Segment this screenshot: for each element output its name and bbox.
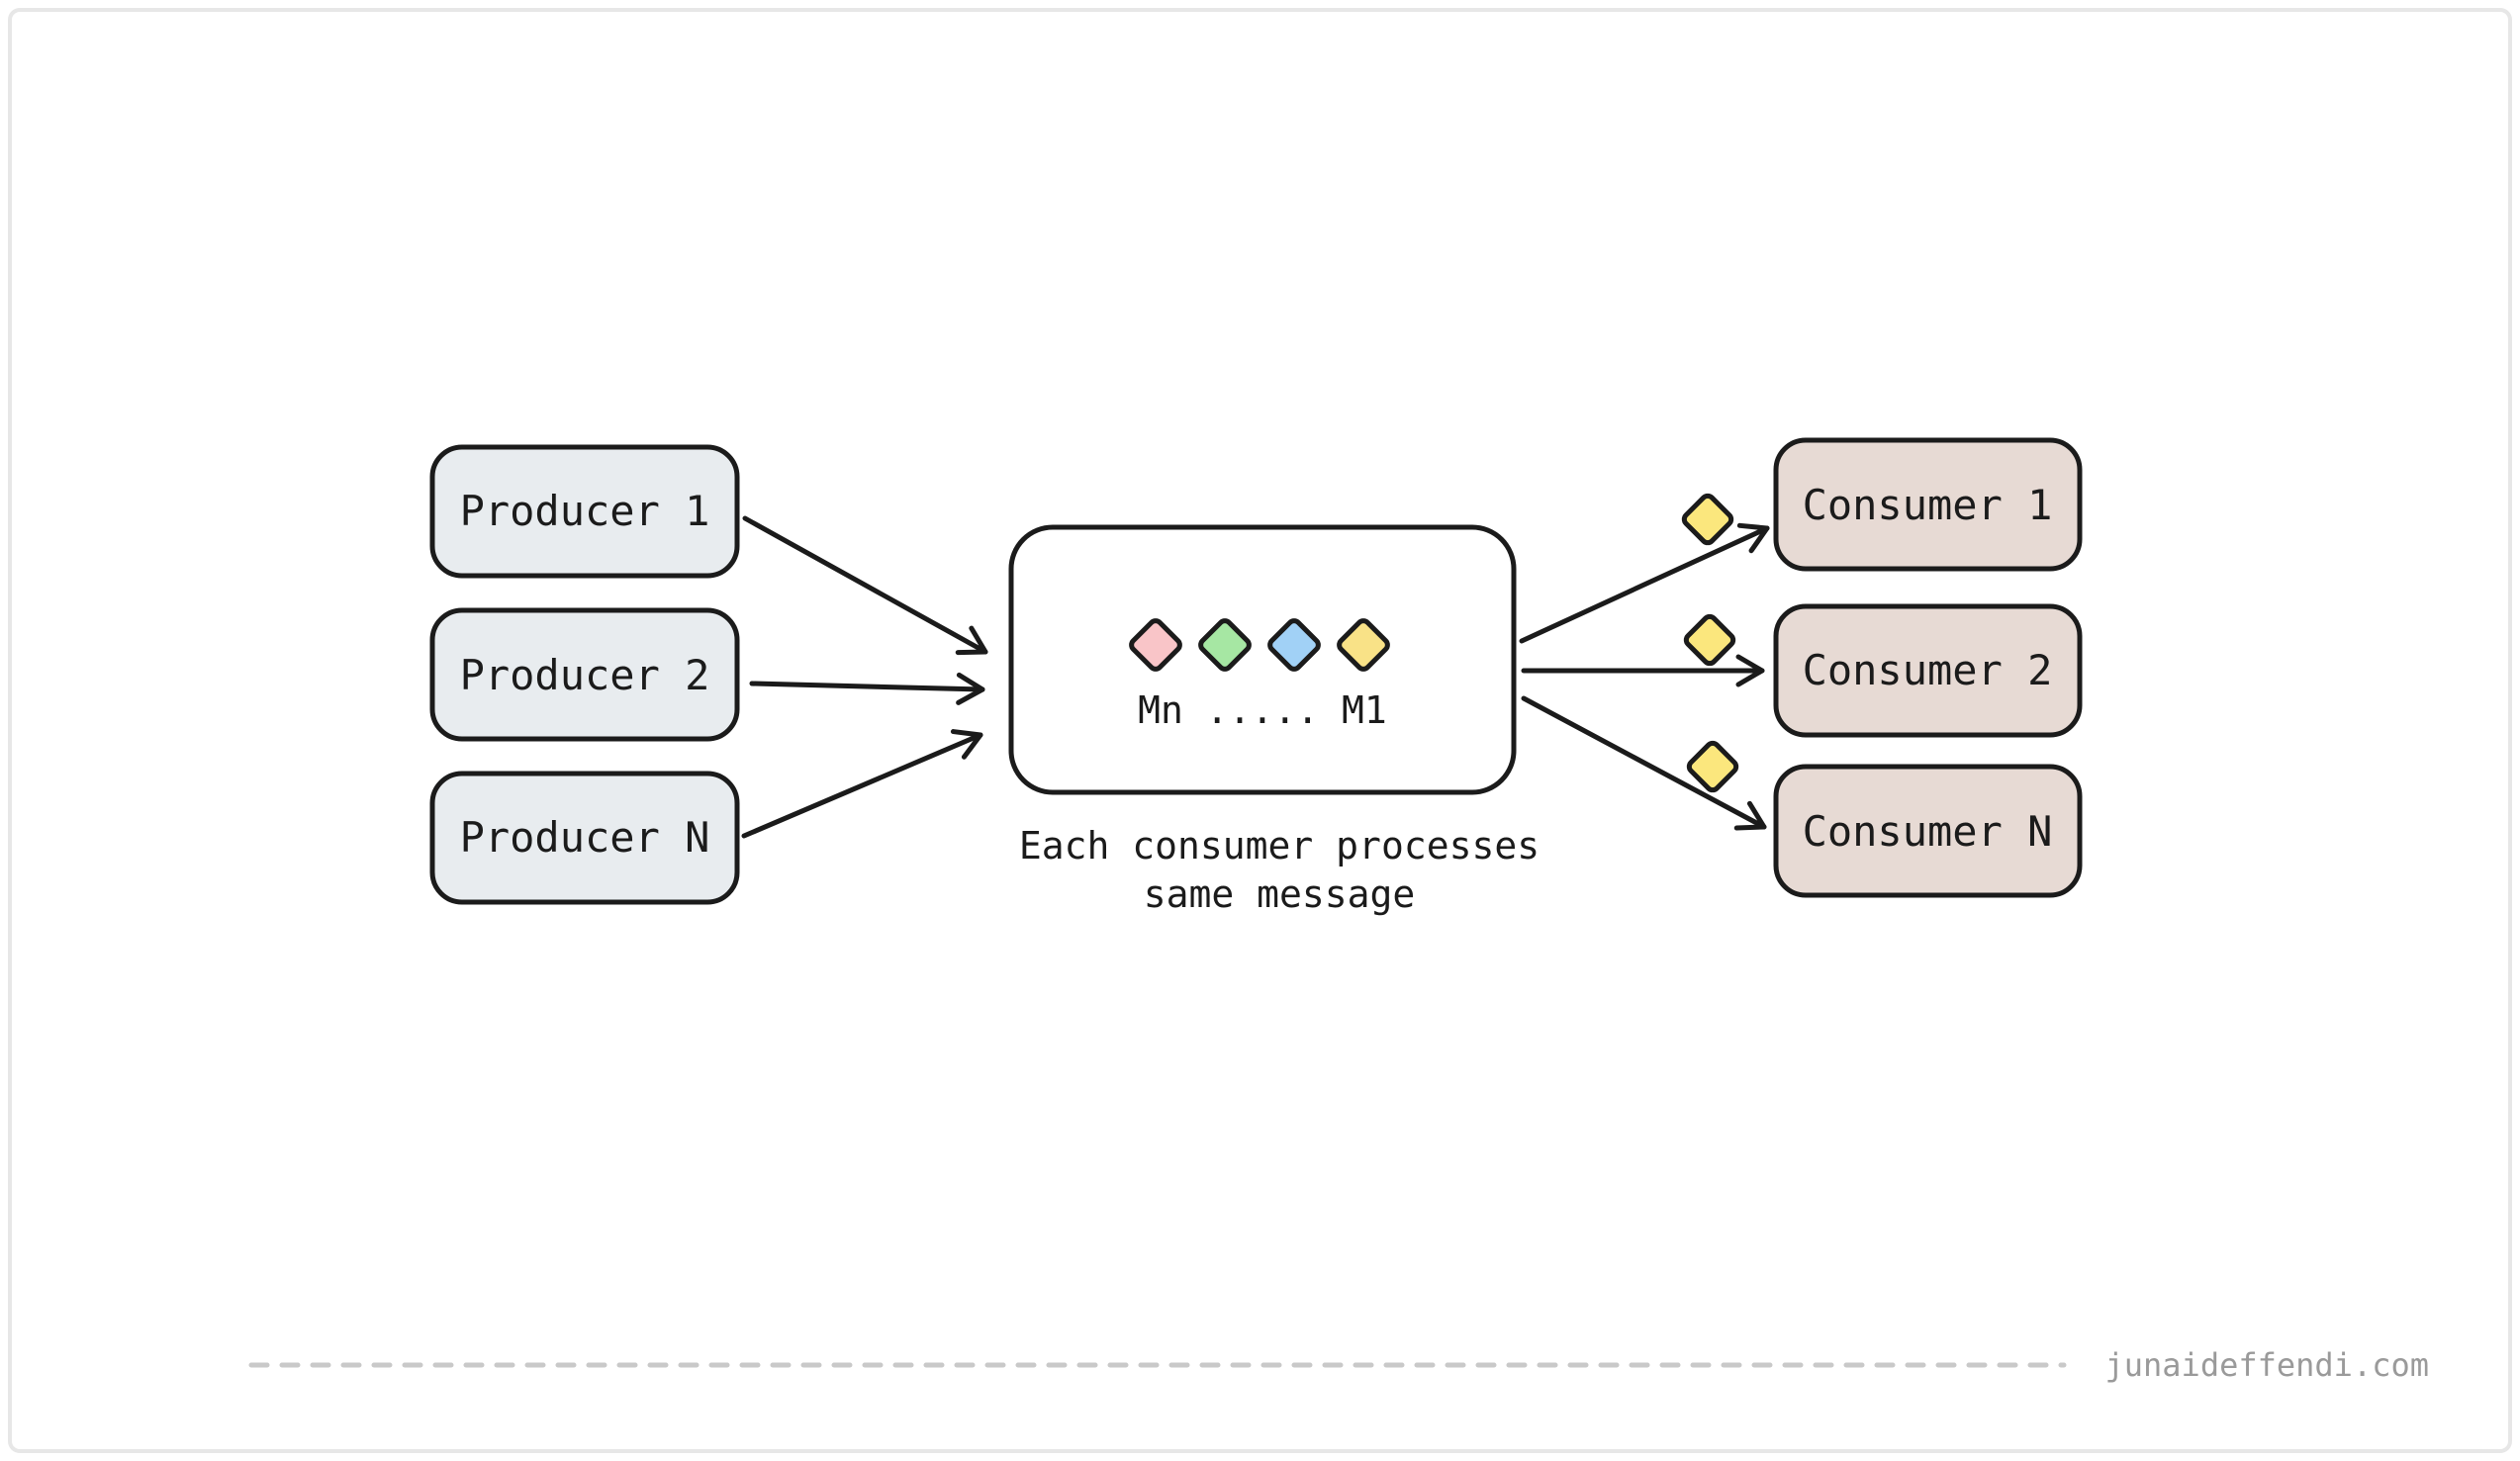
message-diamond-blue-icon: [1267, 618, 1321, 672]
arrow-producerN-to-hub: [741, 729, 983, 839]
message-diamond-green-icon: [1198, 618, 1252, 672]
consumer-n-box: [1773, 764, 2083, 898]
message-to-consumer2-diamond-icon: [1683, 613, 1736, 667]
watermark-text: junaideffendi.com: [2104, 1346, 2429, 1384]
consumer-arrows: [1519, 522, 1770, 831]
topic-hub-node: Mn ..... M1: [1008, 524, 1517, 795]
producer-1-label: Producer 1: [460, 487, 710, 535]
consumer-1-box: [1773, 437, 2083, 572]
consumer-2-label: Consumer 2: [1803, 646, 2053, 694]
message-to-consumer1-diamond-icon: [1681, 493, 1734, 546]
topic-hub-box: [1008, 524, 1517, 795]
arrow-producer2-to-hub: [749, 672, 985, 705]
in-flight-messages: [1681, 493, 1739, 793]
consumer-2-node: Consumer 2: [1773, 603, 2083, 738]
arrow-hub-to-consumer1: [1519, 522, 1770, 644]
hub-caption: Each consumer processes same message: [1019, 824, 1540, 916]
arrow-producer1-to-hub: [742, 515, 988, 656]
hub-caption-line2: same message: [1144, 872, 1416, 916]
message-diamond-yellow-icon: [1337, 618, 1390, 672]
producer-2-node: Producer 2: [429, 607, 740, 742]
producer-n-node: Producer N: [429, 771, 740, 905]
producer-2-box: [429, 607, 740, 742]
producer-n-label: Producer N: [460, 813, 710, 862]
message-diamond-pink-icon: [1129, 618, 1182, 672]
consumer-1-node: Consumer 1: [1773, 437, 2083, 572]
consumer-n-node: Consumer N: [1773, 764, 2083, 898]
consumer-2-box: [1773, 603, 2083, 738]
hub-caption-line1: Each consumer processes: [1019, 824, 1540, 867]
hub-message-range-label: Mn ..... M1: [1138, 688, 1387, 732]
message-to-consumerN-diamond-icon: [1686, 740, 1739, 793]
producer-2-label: Producer 2: [460, 651, 710, 699]
consumer-n-label: Consumer N: [1803, 807, 2053, 856]
producer-arrows: [741, 515, 988, 839]
page-frame-border: [8, 8, 2512, 1453]
producer-1-box: [429, 444, 740, 579]
consumer-1-label: Consumer 1: [1803, 481, 2053, 529]
producer-1-node: Producer 1: [429, 444, 740, 579]
arrow-hub-to-consumerN: [1521, 695, 1767, 831]
producer-n-box: [429, 771, 740, 905]
